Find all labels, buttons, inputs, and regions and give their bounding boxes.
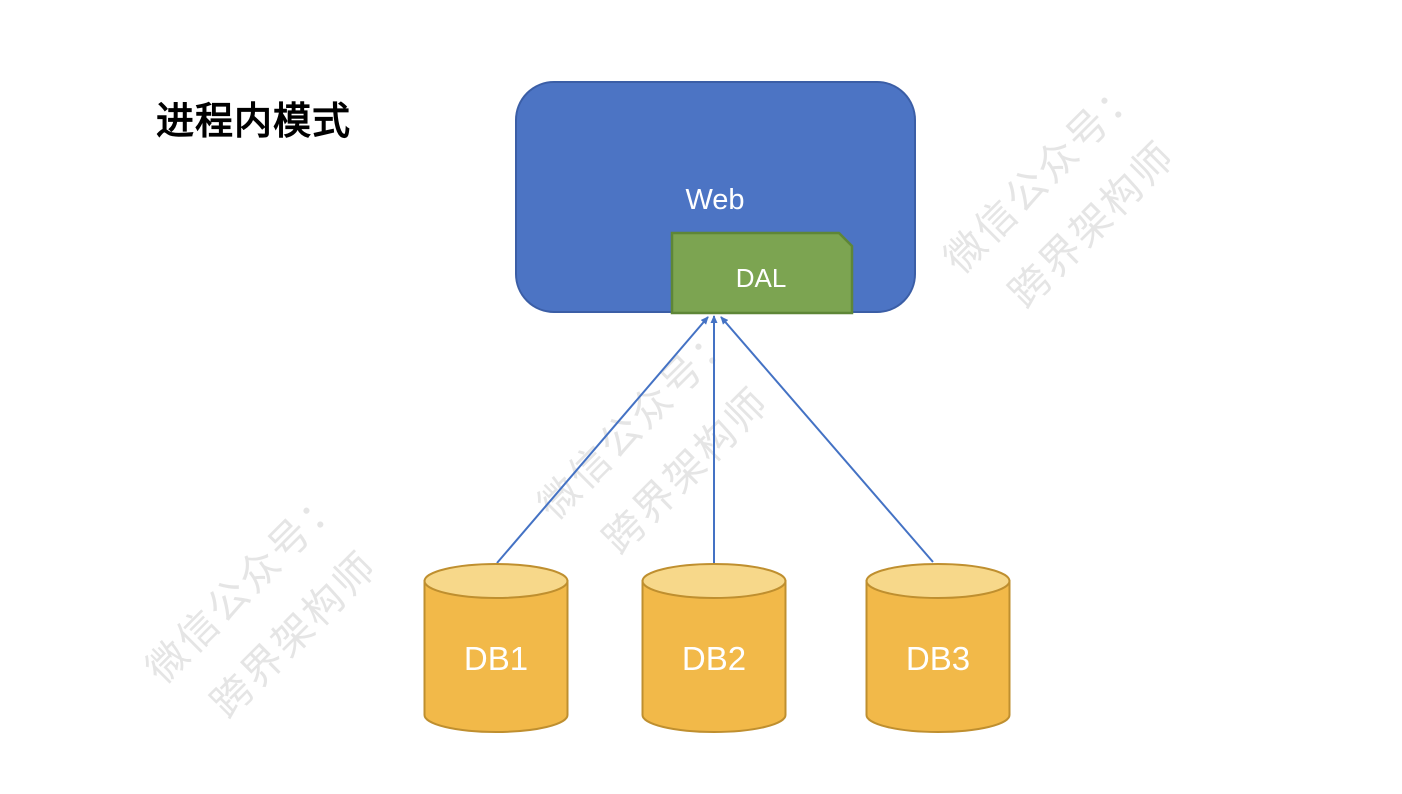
db2-cylinder-body bbox=[641, 580, 787, 733]
db3-label: DB3 bbox=[906, 640, 970, 677]
arrow-db3-to-dal bbox=[720, 316, 934, 563]
db1-cylinder-top bbox=[423, 563, 569, 599]
db1-cylinder-body bbox=[423, 580, 569, 733]
dal-box-label: DAL bbox=[736, 263, 787, 293]
db1-cylinder: DB1 bbox=[423, 563, 569, 733]
page-title: 进程内模式 bbox=[156, 101, 352, 143]
arrow-db1-to-dal bbox=[496, 316, 709, 564]
db3-cylinder-body bbox=[865, 580, 1011, 733]
db3-cylinder-top bbox=[865, 563, 1011, 599]
db2-cylinder-top bbox=[641, 563, 787, 599]
db1-label: DB1 bbox=[464, 640, 528, 677]
dal-box bbox=[670, 231, 854, 315]
web-box-label: Web bbox=[685, 184, 744, 216]
db2-label: DB2 bbox=[682, 640, 746, 677]
db2-cylinder: DB2 bbox=[641, 563, 787, 733]
db3-cylinder: DB3 bbox=[865, 563, 1011, 733]
